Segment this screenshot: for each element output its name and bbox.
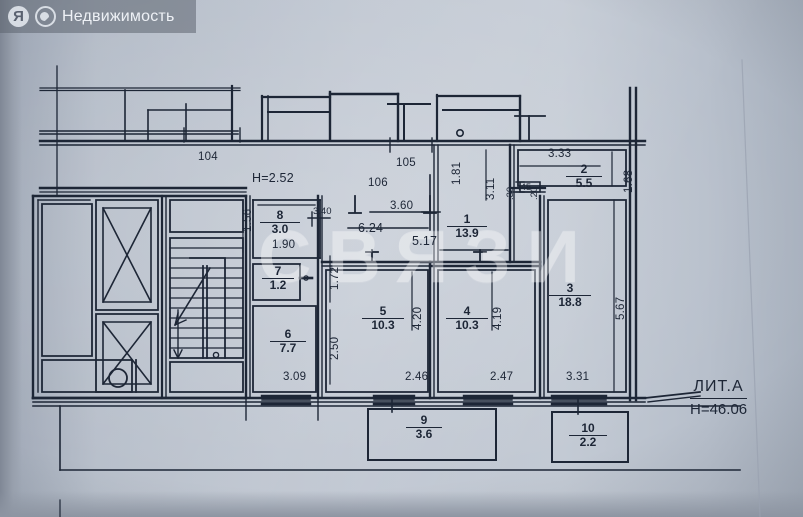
dim-1-81: 1.81 bbox=[451, 161, 463, 185]
dim-4-20: 4.20 bbox=[412, 306, 424, 330]
room-10: 10 2.2 bbox=[569, 422, 607, 448]
room-9: 9 3.6 bbox=[406, 414, 442, 440]
dim-2-47: 2.47 bbox=[490, 371, 514, 383]
room-7: 7 1.2 bbox=[262, 265, 294, 291]
dim-0-30: .30 bbox=[505, 186, 516, 200]
dim-1-56: 1.56 bbox=[242, 208, 254, 232]
dim-3-09: 3.09 bbox=[283, 371, 307, 383]
building-literal-label: ЛИТ.А bbox=[693, 378, 744, 395]
dim-0-45: .45 bbox=[518, 182, 532, 193]
axis-label-105: 105 bbox=[396, 157, 416, 169]
dim-6-24: 6.24 bbox=[358, 221, 384, 235]
dim-3-60: 3.60 bbox=[390, 200, 414, 212]
watermark-brand-text: Недвижимость bbox=[62, 7, 175, 25]
dim-1-68: 1.68 bbox=[623, 169, 635, 193]
dim-3-31: 3.31 bbox=[566, 371, 590, 383]
axis-label-104: 104 bbox=[198, 151, 218, 163]
dim-5-67: 5.67 bbox=[615, 296, 627, 320]
room-4: 4 10.3 bbox=[446, 305, 488, 331]
dim-1-90: 1.90 bbox=[272, 239, 296, 251]
dim-5-17: 5.17 bbox=[412, 234, 438, 248]
dim-3-40: 3.40 bbox=[313, 206, 332, 217]
building-literal-stamp: ЛИТ.А H=46.06 bbox=[690, 378, 748, 418]
axis-label-106: 106 bbox=[368, 177, 388, 189]
room-1: 1 13.9 bbox=[447, 213, 487, 239]
realty-logo-icon bbox=[35, 6, 56, 27]
dim-2-50: 2.50 bbox=[329, 336, 341, 360]
dim-4-19: 4.19 bbox=[492, 306, 504, 330]
watermark-brand-bar: Я Недвижимость bbox=[0, 0, 196, 33]
building-height-label: H=46.06 bbox=[690, 398, 748, 418]
room-2: 2 5.5 bbox=[566, 163, 602, 189]
photo-left-shadow bbox=[0, 0, 22, 517]
room-3: 3 18.8 bbox=[549, 282, 591, 308]
dim-3-33: 3.33 bbox=[548, 148, 572, 160]
dim-0-20: .20 bbox=[529, 186, 540, 200]
photo-bottom-shadow bbox=[0, 491, 803, 517]
dim-3-11: 3.11 bbox=[485, 177, 497, 200]
room-8: 8 3.0 bbox=[260, 209, 300, 235]
dim-1-72: 1.72 bbox=[329, 266, 341, 290]
room-6: 6 7.7 bbox=[270, 328, 306, 354]
yandex-logo-icon: Я bbox=[8, 6, 29, 27]
ceiling-height-label: H=2.52 bbox=[252, 171, 294, 185]
dim-2-46: 2.46 bbox=[405, 371, 429, 383]
room-5: 5 10.3 bbox=[362, 305, 404, 331]
